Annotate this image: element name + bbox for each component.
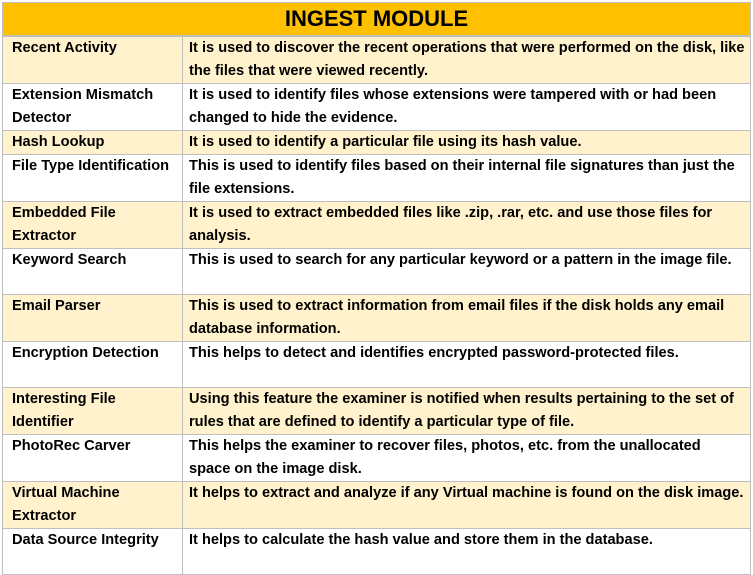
module-name: Interesting File Identifier xyxy=(2,387,183,435)
table-row: Recent Activity It is used to discover t… xyxy=(2,36,751,84)
module-name: PhotoRec Carver xyxy=(2,434,183,482)
module-name: Keyword Search xyxy=(2,248,183,295)
module-name: Recent Activity xyxy=(2,36,183,84)
module-name: Encryption Detection xyxy=(2,341,183,388)
table-row: Keyword Search This is used to search fo… xyxy=(2,248,751,295)
module-description: It helps to extract and analyze if any V… xyxy=(182,481,751,529)
table-row: Embedded File Extractor It is used to ex… xyxy=(2,201,751,249)
module-description: It is used to extract embedded files lik… xyxy=(182,201,751,249)
table-row: Encryption Detection This helps to detec… xyxy=(2,341,751,388)
table-row: Extension Mismatch Detector It is used t… xyxy=(2,83,751,131)
module-name: Extension Mismatch Detector xyxy=(2,83,183,131)
table-row: Interesting File Identifier Using this f… xyxy=(2,387,751,435)
table-title: INGEST MODULE xyxy=(2,2,751,36)
module-name: Hash Lookup xyxy=(2,130,183,155)
table-row: Virtual Machine Extractor It helps to ex… xyxy=(2,481,751,529)
module-description: This helps to detect and identifies encr… xyxy=(182,341,751,388)
module-description: It is used to discover the recent operat… xyxy=(182,36,751,84)
module-description: This is used to extract information from… xyxy=(182,294,751,342)
module-name: Virtual Machine Extractor xyxy=(2,481,183,529)
module-description: It is used to identify files whose exten… xyxy=(182,83,751,131)
table-row: Data Source Integrity It helps to calcul… xyxy=(2,528,751,575)
module-description: It is used to identify a particular file… xyxy=(182,130,751,155)
table-row: File Type Identification This is used to… xyxy=(2,154,751,202)
module-description: This is used to identify files based on … xyxy=(182,154,751,202)
table-row: Hash Lookup It is used to identify a par… xyxy=(2,130,751,155)
module-name: Data Source Integrity xyxy=(2,528,183,575)
module-description: This is used to search for any particula… xyxy=(182,248,751,295)
table-row: Email Parser This is used to extract inf… xyxy=(2,294,751,342)
module-description: Using this feature the examiner is notif… xyxy=(182,387,751,435)
module-description: This helps the examiner to recover files… xyxy=(182,434,751,482)
module-name: File Type Identification xyxy=(2,154,183,202)
module-name: Email Parser xyxy=(2,294,183,342)
ingest-module-table: Recent Activity It is used to discover t… xyxy=(2,36,751,575)
table-row: PhotoRec Carver This helps the examiner … xyxy=(2,434,751,482)
module-name: Embedded File Extractor xyxy=(2,201,183,249)
module-description: It helps to calculate the hash value and… xyxy=(182,528,751,575)
